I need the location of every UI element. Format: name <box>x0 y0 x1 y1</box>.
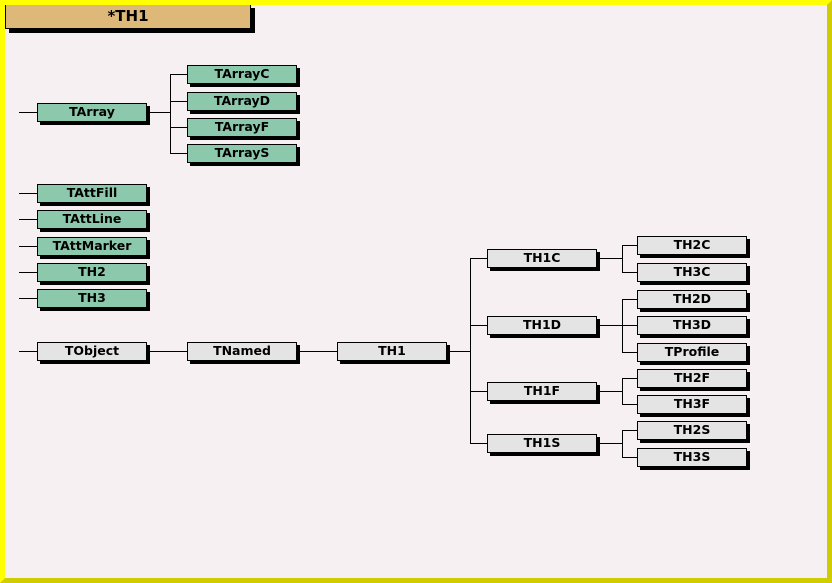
connector-th1f-out <box>600 391 622 392</box>
class-node-label: TH1 <box>378 343 406 359</box>
class-node-th1s[interactable]: TH1S <box>487 434 597 453</box>
class-node-tarrays[interactable]: TArrayS <box>187 144 297 163</box>
connector-tattmarker-stub <box>19 246 37 247</box>
connector-th1s-trunk <box>622 430 623 457</box>
class-node-label: TH3S <box>673 449 711 465</box>
class-node-label: TH3 <box>78 290 106 306</box>
class-node-th3s[interactable]: TH3S <box>637 448 747 467</box>
class-node-th2-base[interactable]: TH2 <box>37 263 147 282</box>
class-node-tprofile[interactable]: TProfile <box>637 343 747 362</box>
connector-tarray-trunk <box>170 74 171 154</box>
connector-th1s <box>470 443 487 444</box>
class-node-label: TH2C <box>673 237 711 253</box>
class-node-tnamed[interactable]: TNamed <box>187 342 297 361</box>
class-node-label: TH3D <box>672 317 712 333</box>
connector-th3s <box>622 457 637 458</box>
class-node-th2c[interactable]: TH2C <box>637 236 747 255</box>
class-node-label: TH2 <box>78 264 106 280</box>
class-node-label: TArrayD <box>213 93 271 109</box>
class-node-label: TNamed <box>213 343 271 359</box>
class-node-th3-base[interactable]: TH3 <box>37 289 147 308</box>
class-node-label: TH3C <box>673 264 711 280</box>
connector-th1f-trunk <box>622 378 623 405</box>
connector-tarrays <box>170 153 187 154</box>
class-node-th2d[interactable]: TH2D <box>637 290 747 309</box>
class-node-label: TArrayF <box>214 119 270 135</box>
connector-tnamed-th1 <box>300 351 337 352</box>
connector-th2c <box>622 245 637 246</box>
connector-th2f <box>622 378 637 379</box>
class-node-tattline[interactable]: TAttLine <box>37 210 147 229</box>
connector-tobject-tnamed <box>150 351 187 352</box>
connector-tprofile <box>622 352 637 353</box>
class-node-label: TH2D <box>672 291 712 307</box>
class-node-th3c[interactable]: TH3C <box>637 263 747 282</box>
class-node-th2s[interactable]: TH2S <box>637 421 747 440</box>
class-node-label: TH2F <box>673 370 711 386</box>
connector-th1c-trunk <box>622 245 623 273</box>
class-node-th2f[interactable]: TH2F <box>637 369 747 388</box>
connector-th2d <box>622 299 637 300</box>
class-node-label: TH1D <box>522 317 562 333</box>
class-node-label: TObject <box>64 343 120 359</box>
connector-tobject-stub <box>19 351 37 352</box>
class-node-tobject[interactable]: TObject <box>37 342 147 361</box>
connector-th1-trunk <box>470 258 471 444</box>
class-node-tarray[interactable]: TArray <box>37 103 147 122</box>
connector-th2s <box>622 430 637 431</box>
window-titlebar[interactable]: *TH1 <box>5 5 251 29</box>
connector-th1c <box>470 258 487 259</box>
class-node-tarrayf[interactable]: TArrayF <box>187 118 297 137</box>
connector-th3f <box>622 404 637 405</box>
class-node-label: TH3F <box>673 396 711 412</box>
connector-tarray-stub <box>19 112 37 113</box>
connector-th3c <box>622 272 637 273</box>
window-title: *TH1 <box>107 7 149 25</box>
class-node-th3d[interactable]: TH3D <box>637 316 747 335</box>
connector-th1d-out <box>600 325 622 326</box>
connector-tarrayd <box>170 101 187 102</box>
connector-th3-stub <box>19 298 37 299</box>
class-node-label: TArrayS <box>214 145 270 161</box>
connector-tattfill-stub <box>19 193 37 194</box>
connector-tattline-stub <box>19 219 37 220</box>
class-node-th1c[interactable]: TH1C <box>487 249 597 268</box>
class-node-th1[interactable]: TH1 <box>337 342 447 361</box>
class-node-label: TArrayC <box>214 66 270 82</box>
class-node-label: TH1S <box>523 435 561 451</box>
class-node-th3f[interactable]: TH3F <box>637 395 747 414</box>
class-node-tarrayc[interactable]: TArrayC <box>187 65 297 84</box>
class-node-th1d[interactable]: TH1D <box>487 316 597 335</box>
class-node-th1f[interactable]: TH1F <box>487 382 597 401</box>
connector-th1s-out <box>600 443 622 444</box>
connector-th1f <box>470 391 487 392</box>
connector-th3d <box>622 325 637 326</box>
class-node-label: TAttFill <box>66 185 118 201</box>
class-node-tattfill[interactable]: TAttFill <box>37 184 147 203</box>
connector-tarrayc <box>170 74 187 75</box>
class-node-tattmarker[interactable]: TAttMarker <box>37 237 147 256</box>
class-node-label: TProfile <box>664 344 720 360</box>
class-node-label: TArray <box>69 104 115 120</box>
connector-tarrayf <box>170 127 187 128</box>
class-node-label: TAttMarker <box>52 238 132 254</box>
class-node-label: TH1C <box>523 250 561 266</box>
connector-tarray-out <box>150 112 170 113</box>
class-node-tarrayd[interactable]: TArrayD <box>187 92 297 111</box>
connector-th1c-out <box>600 258 622 259</box>
connector-th1-out <box>450 351 470 352</box>
class-node-label: TAttLine <box>62 211 122 227</box>
class-node-label: TH1F <box>523 383 561 399</box>
connector-th1d <box>470 325 487 326</box>
class-node-label: TH2S <box>673 422 711 438</box>
connector-th2-stub <box>19 272 37 273</box>
